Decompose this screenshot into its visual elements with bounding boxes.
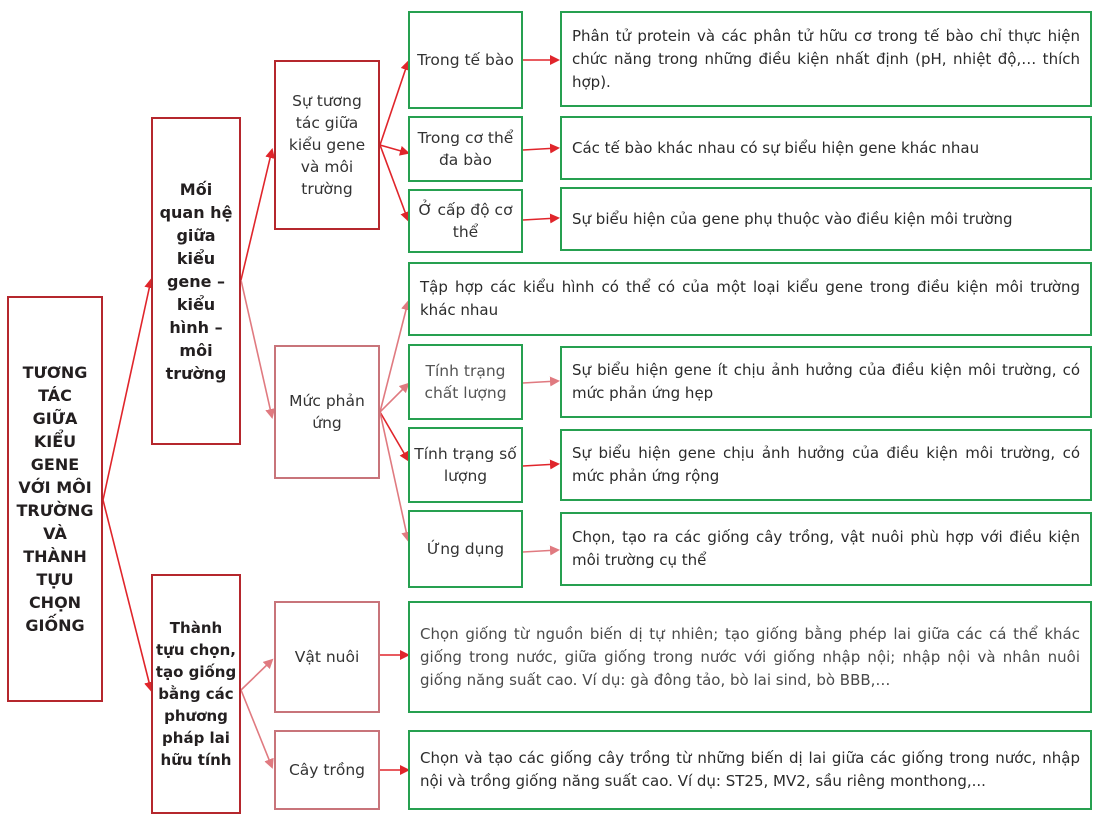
arrow-relation-interaction (240, 148, 276, 281)
arrow-reaction-application (379, 411, 412, 542)
desc-organism-level-text: Sự biểu hiện của gene phụ thuộc vào điều… (572, 209, 1013, 228)
desc-in-cell-text: Phân tử protein và các phân tử hữu cơ tr… (572, 26, 1080, 91)
desc-qualitative: Sự biểu hiện gene ít chịu ảnh hưởng của … (560, 346, 1092, 418)
arrow-root-achievement (102, 499, 154, 692)
arrow-quantitative-desc (522, 459, 560, 470)
arrow-interaction-incell (379, 60, 411, 146)
leaf-qualitative-label: Tính trạng chất lượng (424, 362, 507, 402)
desc-qualitative-text: Sự biểu hiện gene ít chịu ảnh hưởng của … (572, 361, 1080, 402)
arrow-interaction-multicellular (379, 144, 410, 156)
sub-livestock: Vật nuôi (274, 601, 380, 713)
branch-relation: Mối quan hệ giữa kiểu gene – kiểu hình –… (151, 117, 241, 445)
leaf-multicellular: Trong cơ thể đa bào (408, 116, 523, 182)
root-node: TƯƠNG TÁC GIỮA KIỂU GENE VỚI MÔI TRƯỜNG … (7, 296, 103, 702)
desc-organism-level: Sự biểu hiện của gene phụ thuộc vào điều… (560, 187, 1092, 251)
leaf-in-cell: Trong tế bào (408, 11, 523, 109)
leaf-application: Ứng dụng (408, 510, 523, 588)
branch-achievement-label: Thành tựu chọn, tạo giống bằng các phươn… (155, 619, 237, 769)
arrow-organism-desc (522, 213, 560, 224)
leaf-in-cell-label: Trong tế bào (417, 51, 514, 69)
leaf-quantitative-label: Tính trạng số lượng (414, 445, 517, 485)
desc-livestock-text: Chọn giống từ nguồn biến dị tự nhiên; tạ… (420, 624, 1080, 689)
arrow-application-desc (522, 545, 560, 556)
arrow-reaction-qualitative (379, 382, 410, 413)
desc-crops-text: Chọn và tạo các giống cây trồng từ những… (420, 749, 1080, 790)
root-label: TƯƠNG TÁC GIỮA KIỂU GENE VỚI MÔI TRƯỜNG … (16, 363, 94, 635)
leaf-multicellular-label: Trong cơ thể đa bào (417, 129, 514, 169)
arrow-qualitative-desc (522, 376, 560, 387)
leaf-qualitative: Tính trạng chất lượng (408, 344, 523, 420)
arrow-relation-reaction (240, 279, 276, 419)
arrow-root-relation (102, 278, 155, 501)
sub-interaction: Sự tương tác giữa kiểu gene và môi trườn… (274, 60, 380, 230)
desc-application-text: Chọn, tạo ra các giống cây trồng, vật nu… (572, 528, 1080, 569)
arrow-interaction-organism (379, 144, 410, 222)
desc-quantitative-text: Sự biểu hiện gene chịu ảnh hưởng của điề… (572, 444, 1080, 485)
leaf-application-label: Ứng dụng (426, 540, 505, 558)
leaf-organism-level: Ở cấp độ cơ thể (408, 189, 523, 253)
desc-reaction-def-text: Tập hợp các kiểu hình có thể có của một … (420, 278, 1080, 319)
sub-interaction-label: Sự tương tác giữa kiểu gene và môi trườn… (288, 92, 366, 198)
leaf-quantitative: Tính trạng số lượng (408, 427, 523, 503)
leaf-organism-level-label: Ở cấp độ cơ thể (418, 201, 513, 241)
arrow-reaction-def (379, 300, 411, 413)
arrow-achievement-crops (240, 689, 274, 769)
branch-achievement: Thành tựu chọn, tạo giống bằng các phươn… (151, 574, 241, 814)
desc-reaction-def: Tập hợp các kiểu hình có thể có của một … (408, 262, 1092, 336)
desc-multicellular: Các tế bào khác nhau có sự biểu hiện gen… (560, 116, 1092, 180)
sub-livestock-label: Vật nuôi (294, 648, 360, 666)
desc-application: Chọn, tạo ra các giống cây trồng, vật nu… (560, 512, 1092, 586)
desc-livestock: Chọn giống từ nguồn biến dị tự nhiên; tạ… (408, 601, 1092, 713)
arrow-multicellular-desc (522, 143, 560, 154)
desc-in-cell: Phân tử protein và các phân tử hữu cơ tr… (560, 11, 1092, 107)
arrow-achievement-livestock (240, 658, 274, 691)
sub-crops: Cây trồng (274, 730, 380, 810)
sub-reaction-norm: Mức phản ứng (274, 345, 380, 479)
desc-quantitative: Sự biểu hiện gene chịu ảnh hưởng của điề… (560, 429, 1092, 501)
arrow-reaction-quantitative (379, 411, 410, 462)
sub-reaction-norm-label: Mức phản ứng (289, 392, 365, 432)
desc-crops: Chọn và tạo các giống cây trồng từ những… (408, 730, 1092, 810)
sub-crops-label: Cây trồng (288, 761, 366, 779)
branch-relation-label: Mối quan hệ giữa kiểu gene – kiểu hình –… (159, 179, 233, 383)
desc-multicellular-text: Các tế bào khác nhau có sự biểu hiện gen… (572, 138, 980, 157)
